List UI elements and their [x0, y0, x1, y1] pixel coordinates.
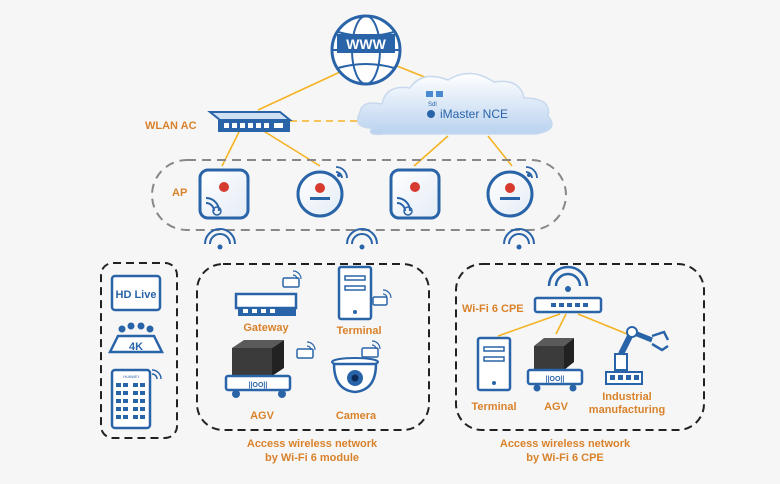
wifi-signal-icon [346, 228, 378, 250]
wifi-module-icon [282, 277, 300, 288]
cloud-app-icon [426, 91, 433, 97]
agv-label: AGV [250, 410, 275, 422]
terminal-device-icon [476, 336, 512, 392]
link-cpe-agv [555, 313, 567, 335]
link-cpe-terminal [497, 313, 561, 337]
nce-logo-icon [427, 110, 435, 118]
wifi-module-icon [372, 296, 388, 306]
agv-robot-icon: ||OO|| [526, 338, 584, 392]
agv-robot-icon: ||OO|| [224, 340, 316, 398]
switch-brand-text: HUAWEI [123, 374, 139, 379]
switch-device-icon: HUAWEI [110, 368, 162, 430]
ap-label: AP [172, 187, 187, 199]
wifi-module-icon [361, 347, 379, 358]
link-www-ac [257, 71, 341, 111]
cpe-terminal-label: Terminal [471, 401, 516, 413]
gateway-device-icon [234, 270, 302, 316]
cpe-agv-label: AGV [544, 401, 569, 413]
www-globe-icon: WWW [330, 14, 402, 86]
camera-label: Camera [336, 410, 377, 422]
wifi-signal-icon [503, 228, 535, 250]
cpe-group-frame [455, 263, 705, 431]
left-device-panel [100, 262, 178, 439]
manufacturing-label: manufacturing [589, 404, 665, 416]
agv-tag-text: ||OO|| [249, 382, 268, 389]
ap-group-frame [151, 159, 567, 231]
cloud-sub-text: Sdl [428, 102, 437, 108]
terminal-label: Terminal [336, 325, 381, 337]
wifi-signal-icon [204, 228, 236, 250]
cpe-caption-line1: Access wireless network [500, 438, 631, 450]
nce-label: iMaster NCE [440, 107, 508, 121]
ap-square-icon [389, 168, 441, 220]
imaster-nce-cloud: Sdl iMaster NCE [357, 72, 553, 136]
agv-tag-text: ||OO|| [546, 376, 565, 383]
cpe-label: Wi-Fi 6 CPE [462, 303, 524, 315]
wlan-ac-device-icon [207, 111, 293, 132]
camera-dome-icon [331, 340, 381, 394]
module-group-frame [196, 263, 430, 431]
industrial-robot-arm-icon [605, 326, 670, 385]
conference-4k-icon: 4K [107, 322, 165, 354]
link-nce-ap4 [487, 135, 513, 167]
terminal-device-icon [337, 265, 392, 321]
module-caption-line2: by Wi-Fi 6 module [265, 452, 359, 464]
cpe-caption-line2: by Wi-Fi 6 CPE [526, 452, 604, 464]
www-text: WWW [346, 36, 386, 52]
module-caption-line1: Access wireless network [247, 438, 378, 450]
ap-square-icon [198, 168, 250, 220]
industrial-label: Industrial [602, 391, 652, 403]
link-nce-ap3 [413, 135, 449, 167]
hd-live-screen-icon: HD Live [110, 274, 162, 312]
link-cpe-industrial [577, 313, 633, 337]
ap-round-icon [296, 166, 348, 218]
ap-round-icon [486, 166, 538, 218]
wifi6-cpe-router-icon [533, 265, 603, 314]
wlan-ac-label: WLAN AC [145, 120, 197, 132]
gateway-label: Gateway [243, 322, 289, 334]
fourk-text: 4K [129, 341, 143, 353]
wifi-module-icon [296, 348, 314, 359]
hd-live-text: HD Live [116, 289, 157, 301]
